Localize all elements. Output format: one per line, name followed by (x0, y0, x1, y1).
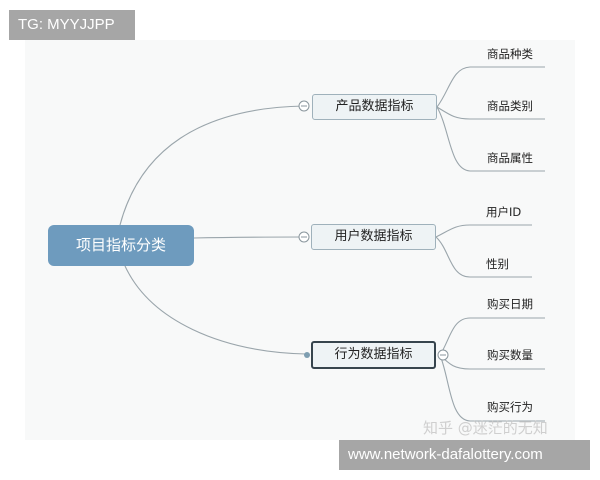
leaf-node[interactable]: 购买行为 (487, 400, 533, 414)
connector-root-product (119, 105, 305, 226)
top-watermark-badge: TG: MYYJJPP (9, 10, 135, 40)
branch-node-product[interactable]: 产品数据指标 (312, 94, 437, 120)
connector-root-behavior (124, 265, 307, 355)
leaf-node[interactable]: 购买日期 (487, 297, 533, 311)
leaf-node[interactable]: 商品种类 (487, 47, 533, 61)
leaf-node[interactable]: 用户ID (486, 205, 522, 219)
connector-product-leaf2 (436, 106, 545, 120)
branch-node-behavior-selected[interactable]: 行为数据指标 (311, 341, 436, 369)
collapse-toggle-behavior[interactable] (437, 349, 449, 361)
collapse-toggle-user[interactable] (298, 231, 310, 243)
connection-dot (304, 352, 310, 358)
bottom-url-badge: www.network-dafalottery.com (339, 440, 590, 470)
root-node[interactable]: 项目指标分类 (48, 225, 194, 266)
source-watermark: 知乎 @迷茫的无知 (423, 419, 548, 437)
branch-node-user[interactable]: 用户数据指标 (311, 224, 436, 250)
connector-user-leaf2 (435, 236, 532, 278)
connector-behavior-leaf3 (439, 354, 545, 422)
leaf-node[interactable]: 性别 (486, 257, 509, 271)
connector-user-leaf1 (435, 224, 532, 238)
connector-product-leaf1 (436, 66, 545, 108)
collapse-toggle-product[interactable] (298, 100, 310, 112)
connector-root-user (193, 236, 305, 239)
leaf-node[interactable]: 商品类别 (487, 99, 533, 113)
leaf-node[interactable]: 商品属性 (487, 151, 533, 165)
connector-product-leaf3 (436, 106, 545, 172)
leaf-node[interactable]: 购买数量 (487, 348, 533, 362)
